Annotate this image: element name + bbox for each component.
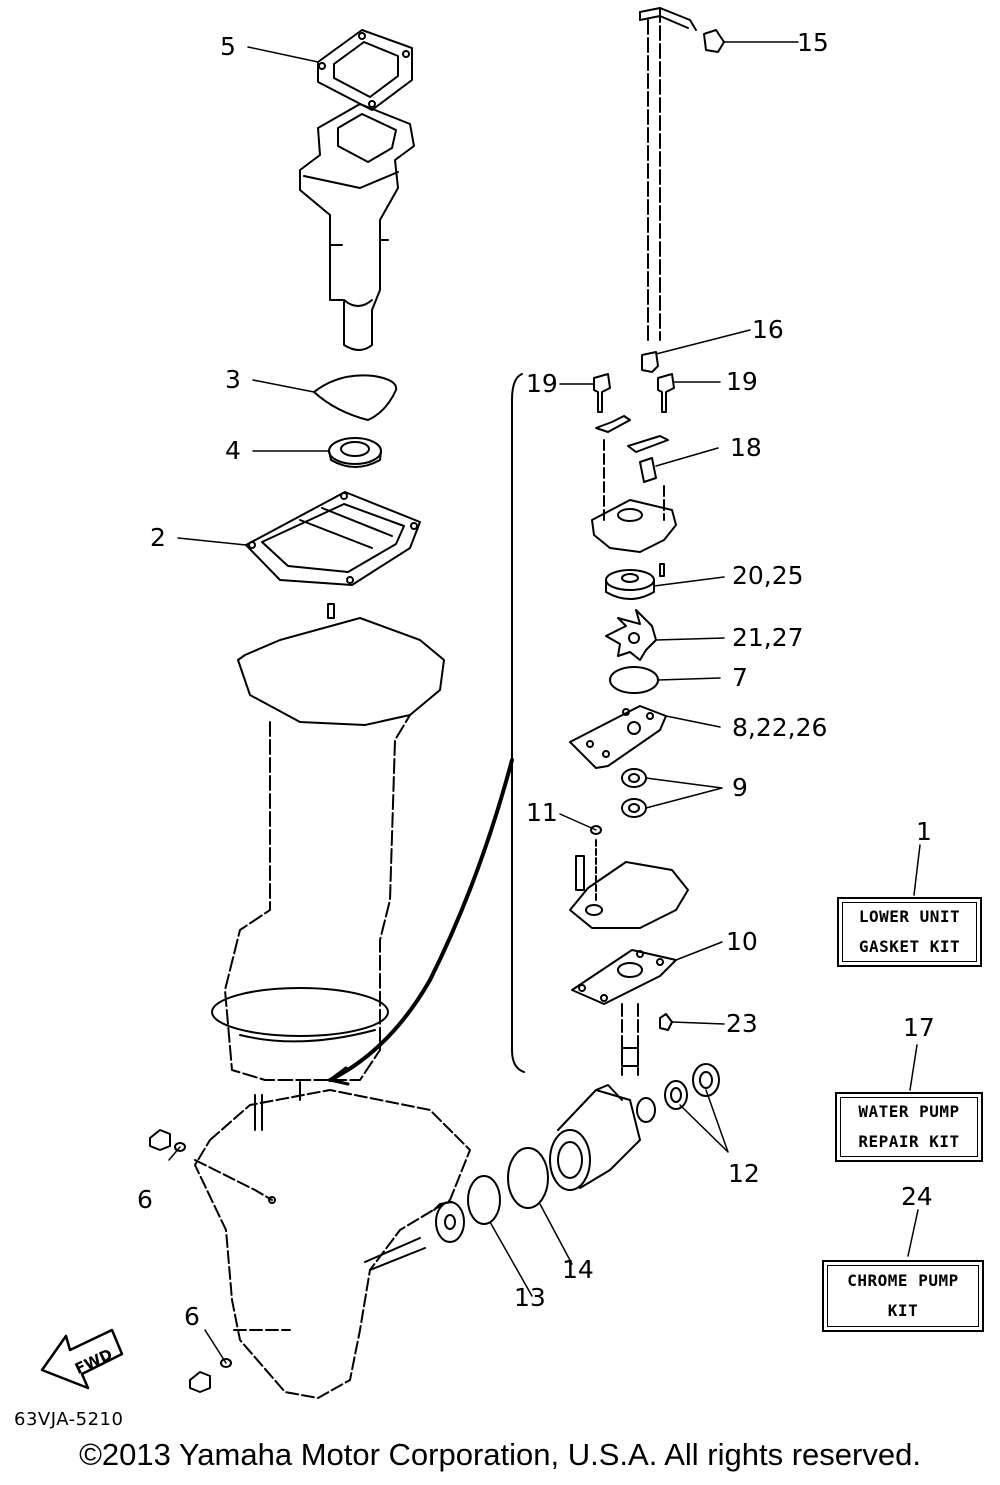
callout-16: 16 [752,315,784,344]
upper-casing [211,617,445,1131]
callout-8-22-26: 8,22,26 [732,713,827,742]
water-pump-kit-line1: WATER PUMP [858,1102,960,1121]
callout-4: 4 [225,436,241,465]
callout-6-lower: 6 [184,1302,200,1331]
callout-24: 24 [901,1182,933,1211]
dowel-pin [327,603,335,619]
callout-2: 2 [150,523,166,552]
assembly-bracket [511,373,525,1073]
part-11-key [590,825,602,835]
leader-lines [168,41,921,1364]
prop-shaft [364,1237,426,1271]
part-19-bolt-right [657,373,675,413]
chrome-pump-kit-box: CHROME PUMP KIT [822,1260,984,1332]
callout-3: 3 [225,365,241,394]
assembly-arrow [328,758,514,1082]
part-9-bearings [621,768,647,818]
pin [659,563,665,577]
part-8-plate [569,705,667,769]
callout-6-upper: 6 [137,1185,153,1214]
part-4-seal [328,437,382,468]
copyright-notice: ©2013 Yamaha Motor Corporation, U.S.A. A… [79,1437,921,1472]
fwd-arrow [40,1328,124,1390]
part-2-gasket [245,491,421,586]
lower-casing [194,1089,471,1399]
chrome-pump-kit-line2: KIT [887,1301,919,1320]
callout-11: 11 [526,798,558,827]
callout-5: 5 [220,32,236,61]
bushing [433,1201,465,1243]
part-6-plug-upper [149,1129,186,1152]
callout-23: 23 [726,1009,758,1038]
part-6-plug-lower [189,1358,232,1393]
part-12-seals [636,1063,720,1123]
part-23-grommet [659,1013,673,1031]
callout-9: 9 [732,773,748,802]
part-7-oring [609,666,659,694]
part-10-plate [571,949,677,1005]
water-pump-kit-line2: REPAIR KIT [858,1132,960,1151]
callout-19-right: 19 [726,367,758,396]
lower-unit-gasket-kit-box: LOWER UNIT GASKET KIT [837,897,982,967]
clip-right [627,435,669,453]
callout-7: 7 [732,663,748,692]
part-18-collar [639,457,657,483]
pump-housing [591,439,677,553]
callout-14: 14 [562,1255,594,1284]
callout-21-27: 21,27 [732,623,804,652]
chrome-pump-kit-line1: CHROME PUMP [847,1271,959,1290]
callout-13: 13 [514,1283,546,1312]
part-13-oring [467,1175,501,1225]
callout-10: 10 [726,927,758,956]
callouts: 5 3 4 2 6 6 15 16 19 19 18 20,25 21,27 7… [137,28,935,1331]
fwd-label: FWD [72,1345,115,1378]
water-tube [639,7,697,341]
exhaust-guide [299,103,415,351]
part-19-bolt-left [593,373,611,413]
propeller-housing [549,1084,641,1191]
callout-18: 18 [730,433,762,462]
callout-1: 1 [916,817,932,846]
lower-unit-kit-line1: LOWER UNIT [858,907,961,926]
part-21-impeller [605,609,657,661]
part-20-insert [605,569,655,600]
figure-code: 63VJA-5210 [14,1409,124,1430]
part-5-gasket [317,29,413,111]
part-16-grommet [641,351,659,373]
callout-20-25: 20,25 [732,561,804,590]
part-10-housing [569,839,689,929]
callout-12: 12 [728,1159,760,1188]
part-14-oring [507,1147,549,1209]
callout-15: 15 [797,28,829,57]
drive-shaft [621,1003,639,1076]
callout-17: 17 [903,1013,935,1042]
clip-left [595,415,631,433]
part-15-grommet [703,29,725,53]
part-3-gasket [313,374,398,421]
water-pump-repair-kit-box: WATER PUMP REPAIR KIT [835,1092,983,1162]
callout-19-left: 19 [526,369,558,398]
lower-unit-kit-line2: GASKET KIT [858,937,961,956]
